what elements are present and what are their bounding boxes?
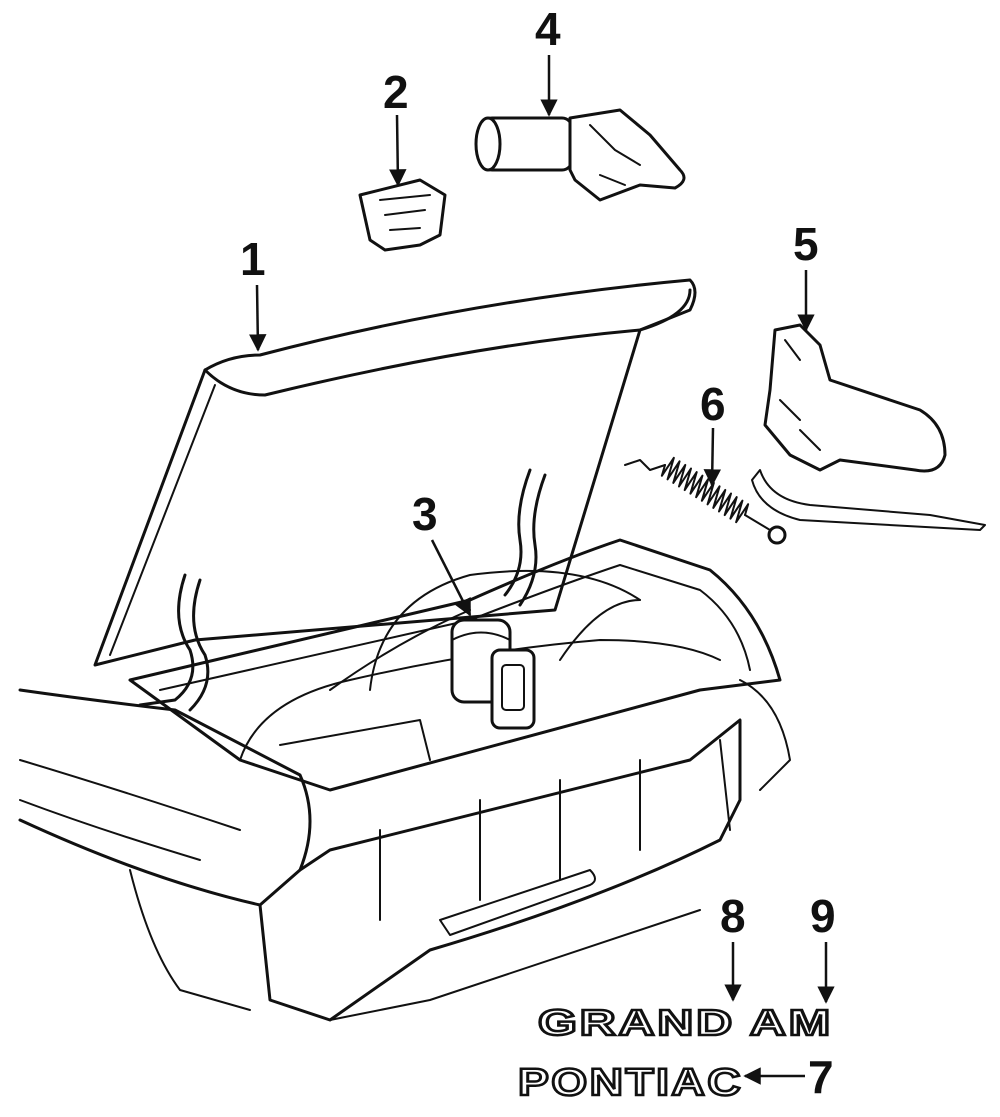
leader-3 xyxy=(430,539,472,617)
leader-lines xyxy=(249,55,835,1085)
callout-8: 8 xyxy=(720,890,746,942)
car-body xyxy=(18,538,791,1022)
callout-2: 2 xyxy=(383,66,409,118)
leader-6 xyxy=(703,427,722,487)
callout-1: 1 xyxy=(240,233,266,285)
emblems: GRAND AM PONTIAC xyxy=(517,1001,833,1106)
callouts: 1 2 3 4 5 6 7 8 9 xyxy=(240,3,836,1103)
leader-2 xyxy=(389,114,407,187)
part-lock-cylinder xyxy=(450,618,536,730)
callout-5: 5 xyxy=(793,218,819,270)
callout-9: 9 xyxy=(810,890,836,942)
callout-7: 7 xyxy=(808,1051,834,1103)
emblem-pontiac: PONTIAC xyxy=(518,1062,743,1104)
callout-4: 4 xyxy=(535,3,561,55)
part-release-motor xyxy=(474,108,686,202)
part-latch xyxy=(751,323,986,531)
callout-3: 3 xyxy=(412,488,438,540)
part-lock-actuator xyxy=(358,178,447,252)
part-trunk-lid xyxy=(93,278,697,667)
trunk-hinges xyxy=(138,468,547,712)
leader-1 xyxy=(249,284,267,352)
callout-6: 6 xyxy=(700,378,726,430)
emblem-grand-am: GRAND AM xyxy=(538,1002,833,1043)
part-spring xyxy=(624,456,787,545)
